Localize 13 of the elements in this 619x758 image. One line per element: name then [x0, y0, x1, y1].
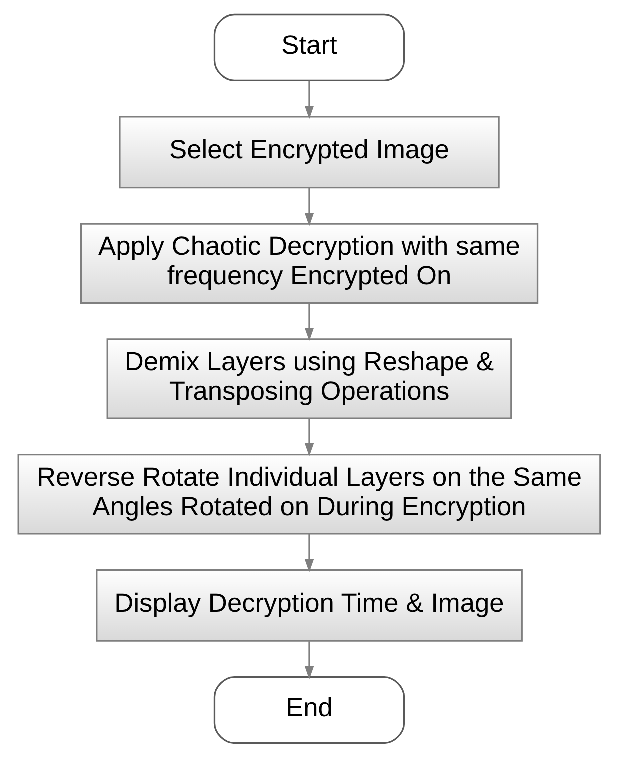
arrow: [304, 188, 314, 226]
node-box: Display Decryption Time & Image: [96, 569, 523, 642]
arrow: [304, 642, 314, 680]
arrow: [304, 534, 314, 573]
node-box: End: [214, 676, 406, 744]
node-box: Reverse Rotate Individual Layers on the Same Angles Rotated on During Encryption: [18, 454, 602, 535]
arrow: [304, 418, 314, 457]
node-box: Apply Chaotic Decryption with same frequency Encrypted On: [80, 223, 539, 304]
arrow: [304, 80, 314, 120]
node-box: Demix Layers using Reshape & Transposing Operations: [106, 338, 512, 420]
arrow: [304, 303, 314, 342]
node-box: Select Encrypted Image: [119, 116, 500, 189]
node-box: Start: [214, 14, 406, 82]
